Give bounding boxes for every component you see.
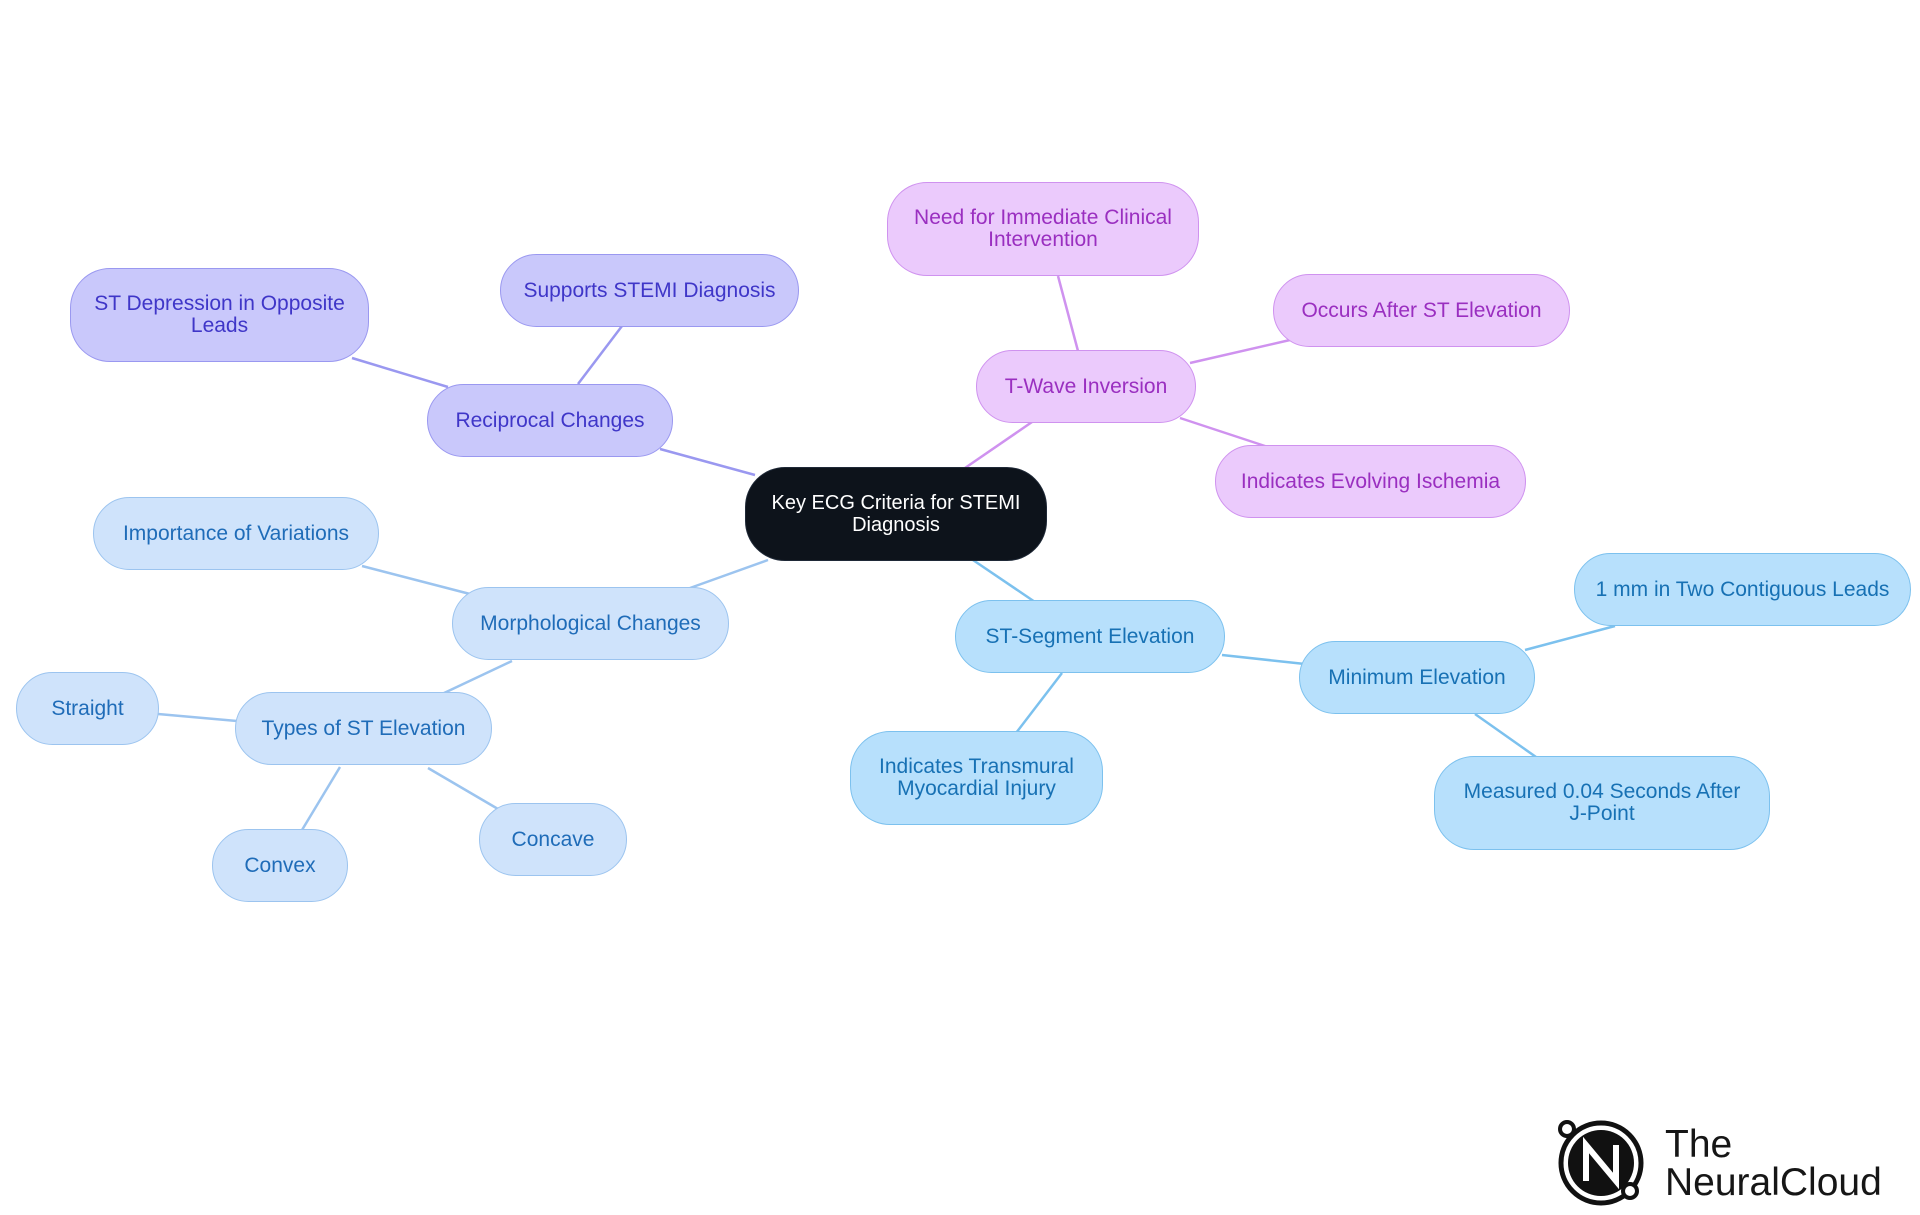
logo-text-the: The xyxy=(1665,1123,1733,1166)
node-concave[interactable]: Concave xyxy=(479,803,627,876)
node-straight[interactable]: Straight xyxy=(16,672,159,745)
node-morphological-changes[interactable]: Morphological Changes xyxy=(452,587,729,660)
edge-root-reciprocal xyxy=(659,447,756,477)
node-1mm-two-contiguous-leads[interactable]: 1 mm in Two Contiguous Leads xyxy=(1574,553,1911,626)
edge-twave-need xyxy=(1056,275,1080,352)
root-node[interactable]: Key ECG Criteria for STEMI Diagnosis xyxy=(745,467,1047,561)
node-reciprocal-changes[interactable]: Reciprocal Changes xyxy=(427,384,673,457)
edge-types-concave xyxy=(427,766,499,811)
node-importance-of-variations[interactable]: Importance of Variations xyxy=(93,497,379,570)
node-convex[interactable]: Convex xyxy=(212,829,348,902)
edge-recip-depression xyxy=(351,356,449,389)
node-minimum-elevation[interactable]: Minimum Elevation xyxy=(1299,641,1535,714)
logo-text-neuralcloud: NeuralCloud xyxy=(1665,1161,1882,1204)
edge-stseg-transmural xyxy=(1015,672,1063,734)
edge-min-contiguous xyxy=(1524,624,1616,652)
neuralcloud-logo-icon xyxy=(1558,1120,1644,1206)
node-t-wave-inversion[interactable]: T-Wave Inversion xyxy=(976,350,1196,423)
node-occurs-after-st-elevation[interactable]: Occurs After ST Elevation xyxy=(1273,274,1570,347)
neuralcloud-logo: The NeuralCloud xyxy=(1555,1115,1895,1210)
edge-morph-importance xyxy=(361,564,471,596)
node-indicates-evolving-ischemia[interactable]: Indicates Evolving Ischemia xyxy=(1215,445,1526,518)
node-types-of-st-elevation[interactable]: Types of ST Elevation xyxy=(235,692,492,765)
node-st-depression-opposite-leads[interactable]: ST Depression in Opposite Leads xyxy=(70,268,369,362)
edge-types-straight xyxy=(157,712,238,723)
edge-min-measured xyxy=(1474,712,1537,759)
node-st-segment-elevation[interactable]: ST-Segment Elevation xyxy=(955,600,1225,673)
edge-root-morph xyxy=(689,558,769,590)
edge-types-convex xyxy=(300,766,342,831)
edge-twave-evolving xyxy=(1179,416,1269,449)
node-measured-004-seconds[interactable]: Measured 0.04 Seconds After J-Point xyxy=(1434,756,1770,850)
edge-twave-occurs xyxy=(1189,338,1291,365)
edge-morph-types xyxy=(441,659,513,696)
edge-root-stseg xyxy=(969,556,1036,604)
node-supports-stemi-diagnosis[interactable]: Supports STEMI Diagnosis xyxy=(500,254,799,327)
edge-root-twave xyxy=(964,420,1033,470)
node-need-immediate-intervention[interactable]: Need for Immediate Clinical Intervention xyxy=(887,182,1199,276)
edge-stseg-minimum xyxy=(1221,653,1306,666)
node-indicates-transmural-injury[interactable]: Indicates Transmural Myocardial Injury xyxy=(850,731,1103,825)
edge-recip-supports xyxy=(577,325,623,385)
